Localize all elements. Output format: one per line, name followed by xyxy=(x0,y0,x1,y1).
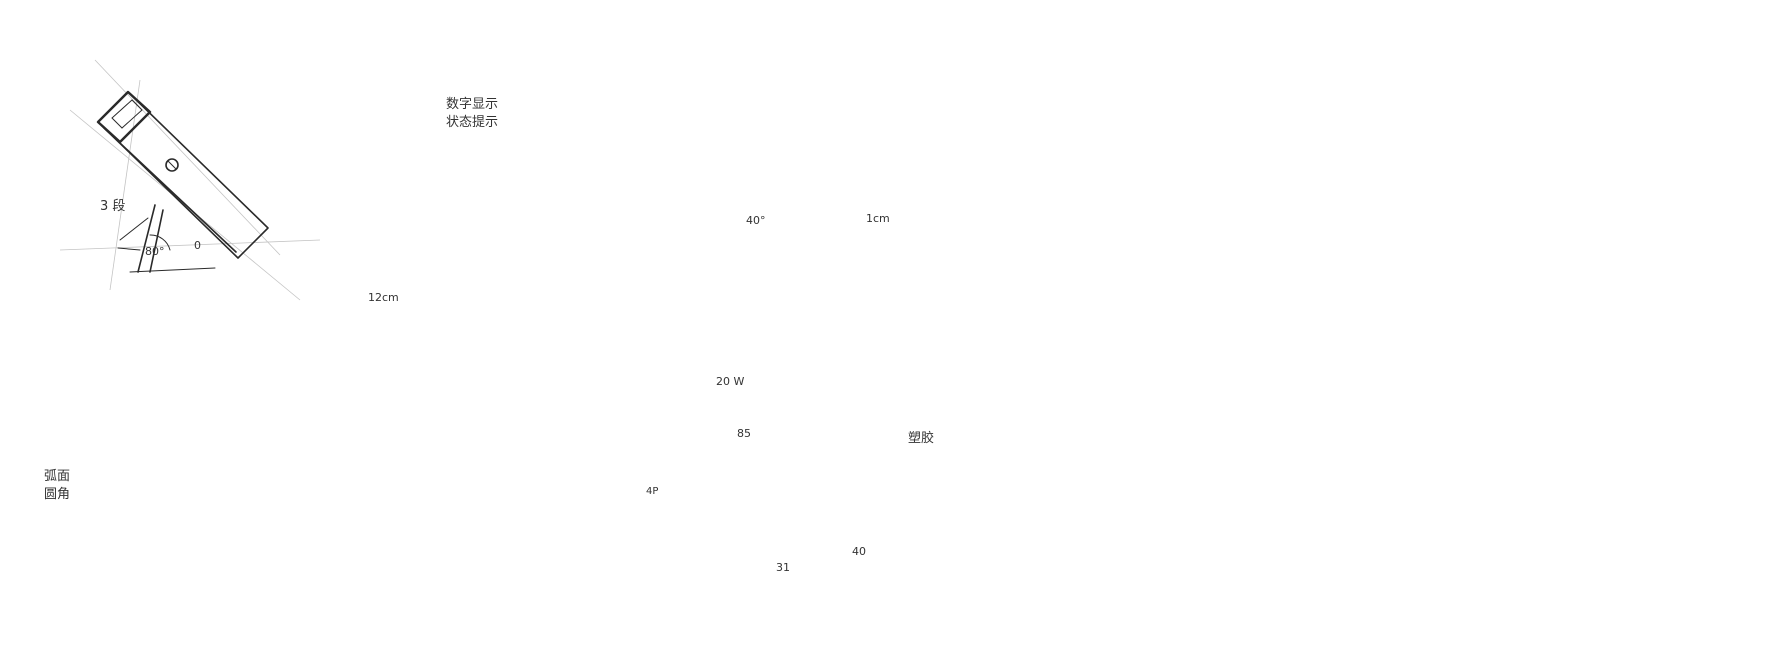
annotation-zero: 0 xyxy=(194,239,201,252)
annotation-dim-40: 40 xyxy=(852,545,866,558)
annotation-length: 12cm xyxy=(368,291,399,304)
annotation-surface-bottom: 圆角 xyxy=(44,487,71,502)
annotation-angle-80: 80° xyxy=(145,245,165,258)
annotation-flip: 4P xyxy=(646,486,659,497)
annotation-display-bottom: 状态提示 xyxy=(446,115,499,130)
annotation-wattage: 20 W xyxy=(716,375,745,388)
annotation-depth: 1cm xyxy=(866,212,890,225)
annotation-display-top: 数字显示 xyxy=(446,97,499,112)
sketch-charger-stand xyxy=(59,59,321,301)
annotation-material: 塑胶 xyxy=(908,431,935,446)
annotation-angle-40: 40° xyxy=(746,214,766,227)
annotation-steps: 3 段 xyxy=(100,199,126,214)
annotation-dim-31: 31 xyxy=(776,561,790,574)
annotation-surface-top: 弧面 xyxy=(44,469,71,484)
annotation-dim-85: 85 xyxy=(737,427,751,440)
